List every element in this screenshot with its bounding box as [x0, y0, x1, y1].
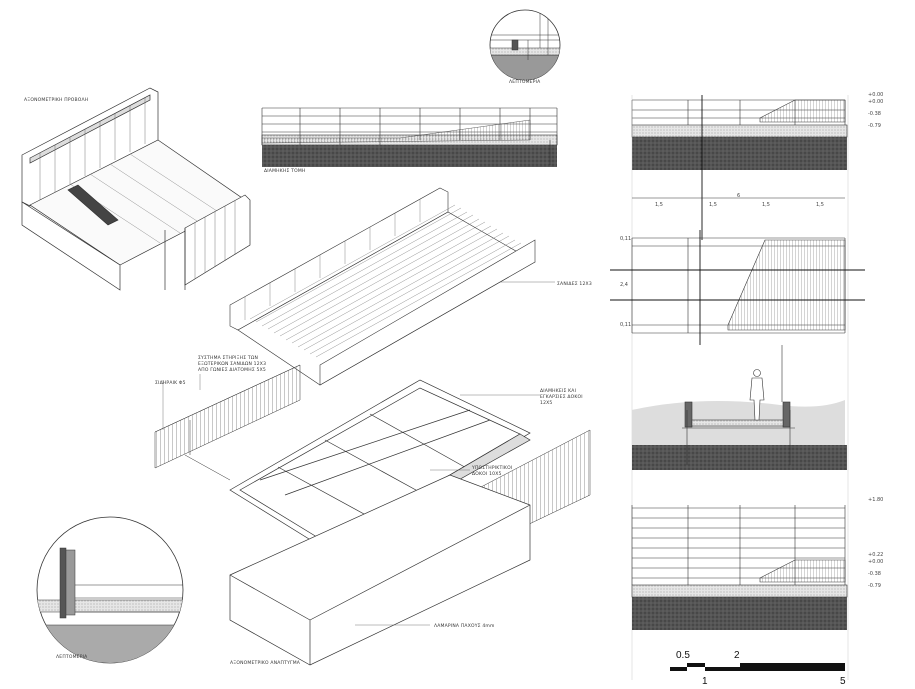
label-sheet-metal: ΛΑΜΑΡΙΝΑ ΠΑΧΟΥΣ 4mm: [434, 624, 495, 629]
elevation-marker: +1.80: [868, 497, 884, 503]
elevation-marker: +0.00: [868, 559, 884, 565]
elevation-marker: +0.00: [868, 99, 884, 105]
elevation-marker: -0.38: [868, 571, 881, 577]
plan-view: [610, 197, 865, 345]
dimension-total: 6: [737, 193, 741, 199]
elevation-marker: -0.38: [868, 111, 881, 117]
dimension-segment: 1,5: [762, 202, 770, 208]
elevation-marker: -0.79: [868, 583, 881, 589]
label-planks: ΣΑΝΙΔΕΣ 12Χ3: [557, 282, 592, 287]
scale-label: 1: [702, 676, 708, 687]
dimension-side: 0,11: [620, 322, 632, 328]
elevation-marker: +0.22: [868, 552, 884, 558]
long-section: [261, 107, 558, 167]
detail-circle-top: [489, 9, 561, 81]
scale-bar: [670, 663, 845, 671]
dimension-side: 0,11: [620, 236, 632, 242]
dimension-segment: 1,5: [816, 202, 824, 208]
leader-lines: [162, 281, 555, 626]
label-detail-top: ΛΕΠΤΟΜΕΡΙΑ: [509, 80, 541, 85]
dimension-segment: 1,5: [655, 202, 663, 208]
elevation-marker: -0.79: [868, 123, 881, 129]
dimension-side: 2,4: [620, 282, 628, 288]
dimension-segment: 1,5: [709, 202, 717, 208]
scale-label: 5: [840, 676, 846, 687]
label-support-system: ΣΥΣΤΗΜΑ ΣΤΗΡΙΞΗΣ ΤΩΝ ΕΞΩΤΕΡΙΚΩΝ ΣΑΝΙΔΩΝ …: [198, 356, 267, 373]
elevation-marker: +0.00: [868, 92, 884, 98]
label-axon-exploded: ΑΞΟΝΟΜΕΤΡΙΚΟ ΑΝΑΠΤΥΓΜΑ: [230, 661, 301, 666]
sheet-metal-trough: [229, 474, 531, 666]
section-4: [631, 505, 848, 630]
side-fence: [154, 364, 301, 481]
label-detail-bottom: ΛΕΠΤΟΜΕΡΙΑ: [56, 655, 88, 660]
label-axon-view: ΑΞΟΝΟΜΕΤΡΙΚΗ ΠΡΟΒΟΛΗ: [24, 98, 89, 103]
section-1: [631, 95, 849, 680]
scale-label: 2: [734, 650, 740, 661]
plank-deck: [229, 187, 536, 386]
scale-label: 0.5: [676, 650, 690, 661]
label-beams: ΔΙΑΜΗΚΕΙΣ ΚΑΙ ΕΓΚΑΡΣΙΕΣ ΔΟΚΟΙ 12Χ5: [540, 389, 583, 406]
cross-section: [632, 345, 847, 470]
label-long-section: ΔΙΑΜΗΚΗΣ ΤΟΜΗ: [264, 169, 306, 174]
detail-circle-bottom: [36, 516, 184, 664]
axonometric-view: [21, 87, 251, 291]
label-aux-beams: ΥΠΟΣΤΗΡΙΚΤΙΚΟΙ ΔΟΚΟΙ 10Χ5: [472, 466, 513, 477]
label-rebar: ΣΙΔΗΡΑΙΚ Φ5: [155, 381, 186, 386]
